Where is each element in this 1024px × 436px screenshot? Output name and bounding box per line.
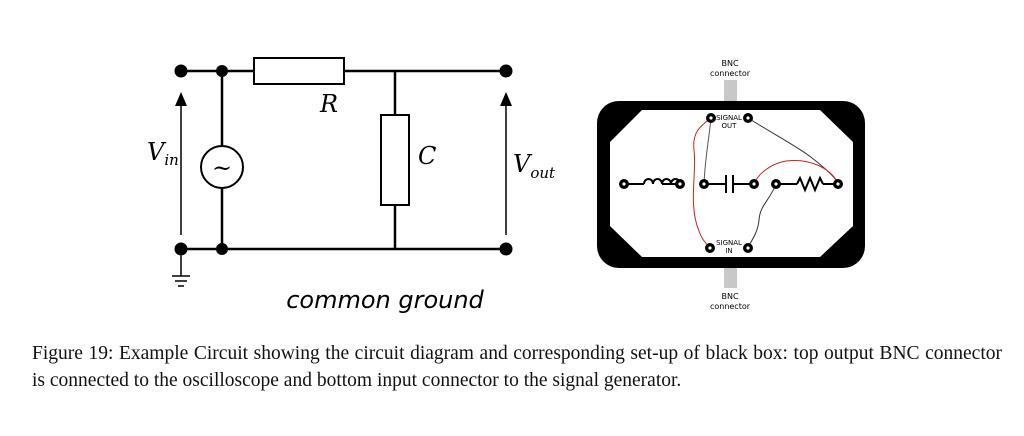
dark-wire-bottom — [747, 183, 777, 248]
dark-wire-signal-out — [703, 118, 712, 185]
node-top-left — [174, 64, 188, 78]
terminal-centers — [622, 116, 840, 250]
node-top-right — [499, 64, 513, 78]
node-bottom-junction — [216, 243, 228, 255]
capacitor-label: C — [418, 142, 436, 170]
capacitor-symbol — [380, 114, 410, 206]
black-box-panel — [610, 110, 853, 257]
signal-in-label-line2: IN — [725, 247, 732, 255]
red-wire-right — [753, 159, 839, 185]
vin-label-main: V — [147, 138, 167, 166]
vout-label-main: V — [513, 150, 533, 178]
node-top-junction — [216, 65, 228, 77]
resistor-label: R — [319, 90, 338, 118]
bottom-bnc-label-line2: connector — [710, 302, 751, 311]
ac-source-glyph: ~ — [212, 154, 232, 182]
top-bnc-label-line2: connector — [710, 69, 751, 78]
vout-label-sub: out — [530, 164, 556, 182]
signal-in-label-line1: SIGNAL — [716, 239, 742, 247]
signal-out-label-line1: SIGNAL — [716, 114, 742, 122]
vin-label-sub: in — [164, 151, 178, 169]
bottom-bnc-label-line1: BNC — [721, 292, 738, 301]
top-bnc-label-line1: BNC — [721, 59, 738, 68]
figure: ~ R C Vin Vout common ground — [147, 57, 865, 314]
resistor-symbol — [253, 57, 345, 85]
top-bnc-stub — [724, 80, 737, 102]
vin-arrow-head — [175, 92, 187, 106]
vin-label: Vin — [147, 138, 179, 169]
node-bottom-left — [174, 242, 188, 256]
black-box: SIGNAL OUT SIGNAL IN — [597, 80, 865, 288]
node-bottom-right — [499, 242, 513, 256]
red-wire-left — [692, 118, 711, 248]
signal-out-label-line2: OUT — [722, 122, 738, 130]
vout-label: Vout — [513, 150, 556, 182]
figure-caption: Figure 19: Example Circuit showing the c… — [32, 343, 1002, 391]
common-ground-label: common ground — [286, 286, 484, 314]
circuit-nodes — [174, 64, 513, 256]
bottom-bnc-stub — [724, 266, 737, 288]
vout-arrow-head — [500, 92, 512, 106]
